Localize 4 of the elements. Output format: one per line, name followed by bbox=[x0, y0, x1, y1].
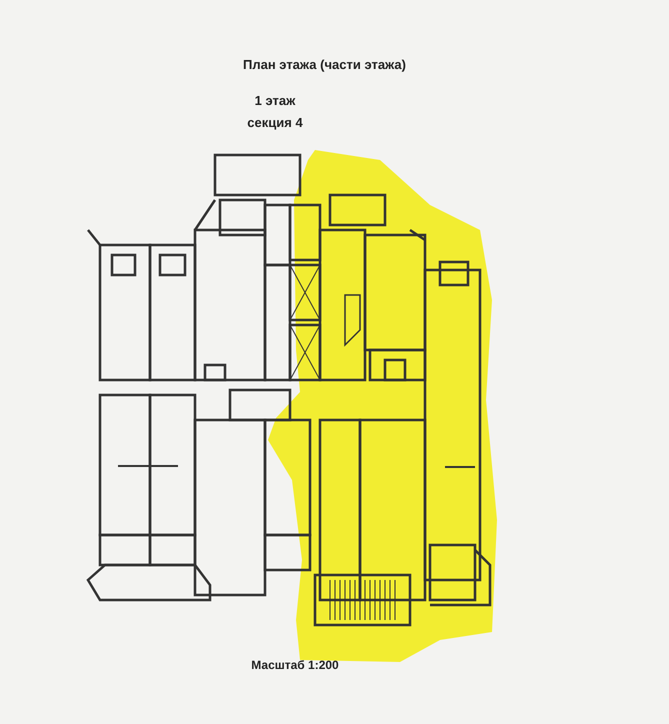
plan-subtitle: 1 этаж bbox=[254, 92, 296, 110]
plan-title: План этажа (части этажа) bbox=[243, 56, 406, 74]
scale-label: Масштаб 1:200 bbox=[251, 657, 339, 674]
plan-subtitle: секция 4 bbox=[247, 114, 303, 132]
